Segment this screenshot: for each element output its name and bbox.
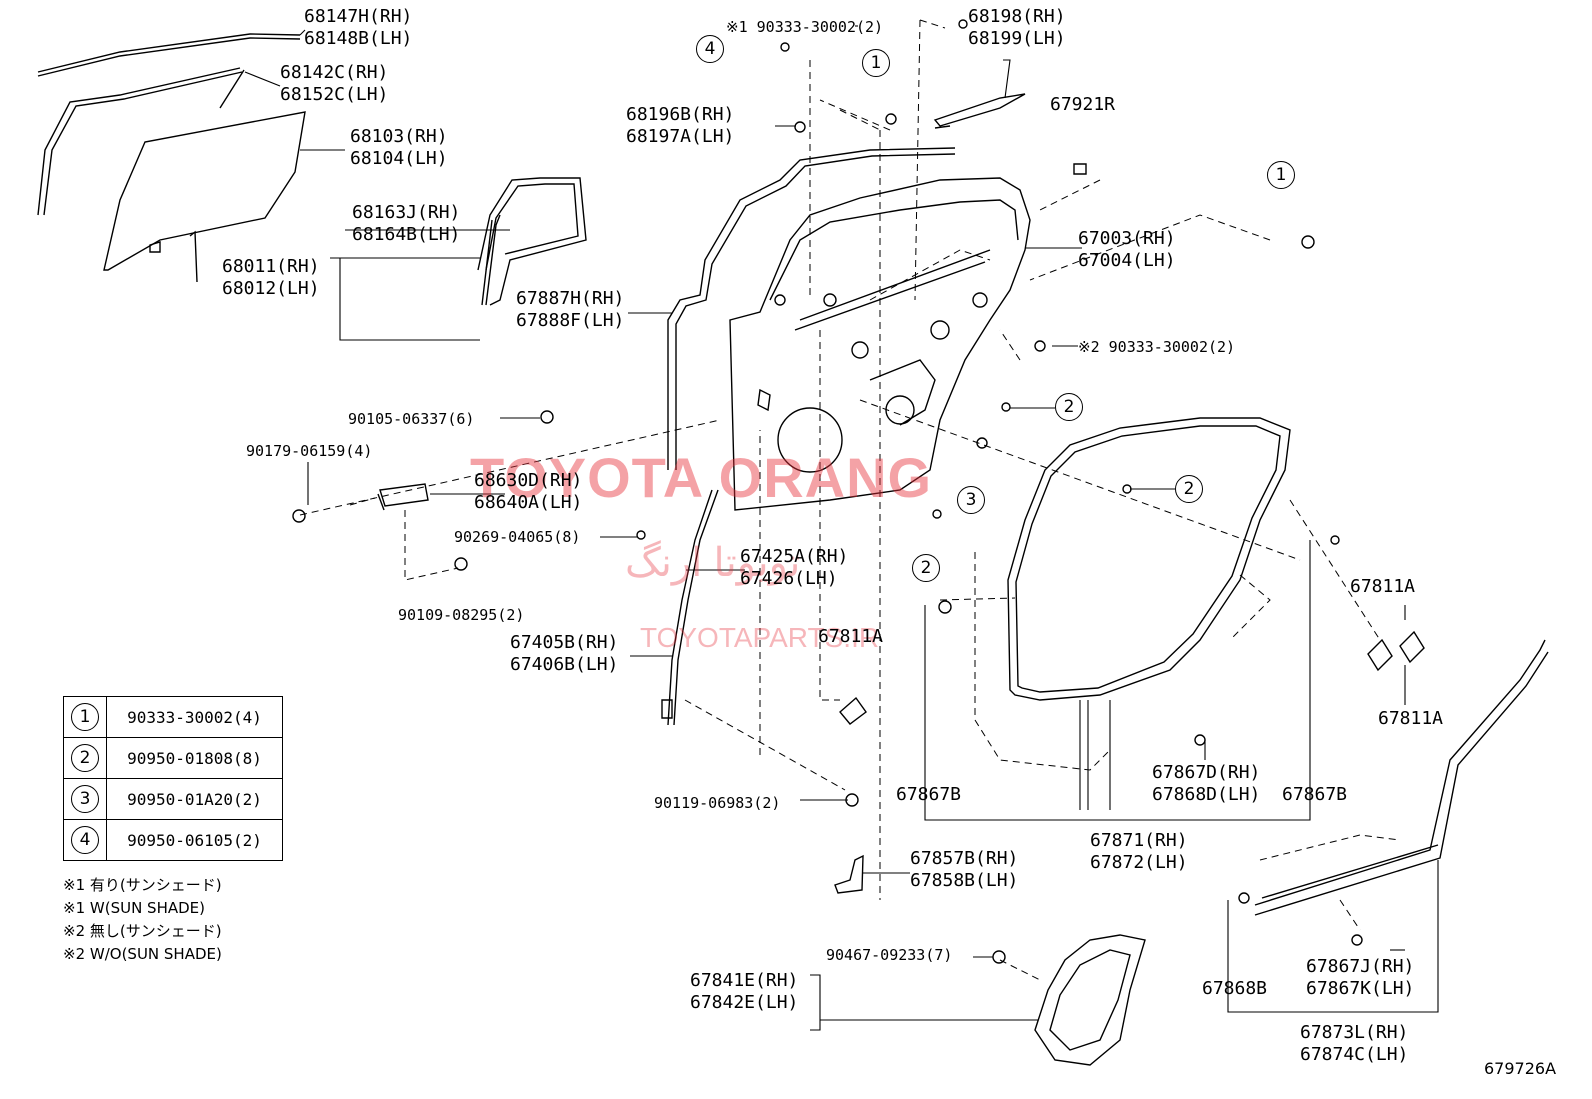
legend-code: 90950-01A20(2): [106, 778, 283, 820]
door-glass: [103, 111, 306, 283]
footnote: ※2 無し(サンシェード): [63, 922, 222, 940]
label-67003: 67003(RH)67004(LH): [1078, 228, 1176, 271]
label-67867d: 67867D(RH)67868D(LH): [1152, 762, 1261, 805]
label-67871: 67871(RH)67872(LH): [1090, 830, 1188, 873]
label-67425: 67425A(RH)67426(LH): [740, 546, 849, 589]
label-68198: 68198(RH)68199(LH): [968, 6, 1066, 49]
rear-door-upper-trim: [933, 93, 1026, 129]
belt-moulding-strip: [37, 67, 245, 216]
footnote: ※1 有り(サンシェード): [63, 876, 222, 894]
rear-door-panel: [729, 177, 1031, 511]
legend-code: 90950-01808(8): [106, 737, 283, 779]
label-68147: 68147H(RH)68148B(LH): [304, 6, 413, 49]
label-68196: 68196B(RH)68197A(LH): [626, 104, 735, 147]
rear-door-pad: [834, 854, 864, 894]
glass-run-channel: [477, 177, 587, 306]
label-67811a-mid: 67811A: [818, 626, 884, 647]
legend-callout: 3: [71, 785, 99, 813]
label-90269: 90269-04065(8): [454, 528, 581, 546]
label-67811a-r2: 67811A: [1378, 708, 1444, 729]
label-90333-top: ※1 90333-30002(2): [726, 18, 884, 36]
label-67921: 67921R: [1050, 94, 1116, 115]
label-68630: 68630D(RH)68640A(LH): [474, 470, 583, 513]
callout-2-b: 2: [1175, 475, 1203, 503]
watermark-persian: تویوتا ارنگ: [625, 541, 801, 585]
legend-row: 4 90950-06105(2): [63, 819, 283, 861]
protector-pad-right-2: [1399, 630, 1425, 664]
label-67405: 67405B(RH)67406B(LH): [510, 632, 619, 675]
label-90467: 90467-09233(7): [826, 946, 953, 964]
label-68103: 68103(RH)68104(LH): [350, 126, 448, 169]
label-67873: 67873L(RH)67874C(LH): [1300, 1022, 1409, 1065]
lower-sash-channel: [661, 489, 719, 726]
label-68011: 68011(RH)68012(LH): [222, 256, 320, 299]
legend-callout: 1: [71, 703, 99, 731]
door-opening-weatherstrip: [1007, 417, 1291, 701]
door-check: [377, 483, 429, 511]
label-68163: 68163J(RH)68164B(LH): [352, 202, 461, 245]
label-90333-mid: ※2 90333-30002(2): [1078, 338, 1236, 356]
footnote: ※2 W/O(SUN SHADE): [63, 945, 222, 963]
footnotes: ※1 有り(サンシェード) ※1 W(SUN SHADE) ※2 無し(サンシェ…: [63, 874, 222, 966]
assembly-dashed-lines: [299, 19, 1401, 981]
label-68142: 68142C(RH)68152C(LH): [280, 62, 389, 105]
label-67887: 67887H(RH)67888F(LH): [516, 288, 625, 331]
legend-callout: 4: [71, 826, 99, 854]
label-67841: 67841E(RH)67842E(LH): [690, 970, 799, 1013]
legend-code: 90950-06105(2): [106, 819, 283, 861]
callout-2-a: 2: [1055, 393, 1083, 421]
leader-lines: [244, 25, 1439, 1031]
legend-row: 1 90333-30002(4): [63, 696, 283, 738]
label-67857: 67857B(RH)67858B(LH): [910, 848, 1019, 891]
callout-4: 4: [696, 35, 724, 63]
label-90105: 90105-06337(6): [348, 410, 475, 428]
callout-legend-table: 1 90333-30002(4) 2 90950-01808(8) 3 9095…: [63, 696, 283, 861]
watermark-site: TOYOTAPARTS.IR: [640, 622, 880, 653]
label-67867b-left: 67867B: [896, 784, 962, 805]
label-67867j: 67867J(RH)67867K(LH): [1306, 956, 1415, 999]
legend-callout: 2: [71, 744, 99, 772]
roof-moulding-strip: [37, 33, 301, 77]
label-67868b: 67868B: [1202, 978, 1268, 999]
legend-row: 2 90950-01808(8): [63, 737, 283, 779]
callout-2-c: 2: [912, 554, 940, 582]
legend-code: 90333-30002(4): [106, 696, 283, 738]
door-edge-weatherstrip: [667, 147, 956, 470]
watermark-main: TOYOTA ORANG: [470, 446, 933, 509]
protector-pad-right-1: [1367, 638, 1393, 672]
label-90179: 90179-06159(4): [246, 442, 373, 460]
label-90119: 90119-06983(2): [654, 794, 781, 812]
fastener-bolts: [292, 19, 1363, 964]
service-hole-cover: [1034, 934, 1146, 1066]
legend-row: 3 90950-01A20(2): [63, 778, 283, 820]
callout-1-right: 1: [1267, 161, 1295, 189]
protector-pad-mid: [839, 696, 867, 725]
lower-door-weatherstrip: [1254, 639, 1549, 916]
clip-67921r: [1073, 163, 1087, 175]
figure-id: 679726A: [1484, 1059, 1557, 1078]
callout-1-top: 1: [862, 49, 890, 77]
footnote: ※1 W(SUN SHADE): [63, 899, 205, 917]
label-90109: 90109-08295(2): [398, 606, 525, 624]
label-67867b-right: 67867B: [1282, 784, 1348, 805]
callout-3: 3: [957, 486, 985, 514]
label-67811a-r1: 67811A: [1350, 576, 1416, 597]
